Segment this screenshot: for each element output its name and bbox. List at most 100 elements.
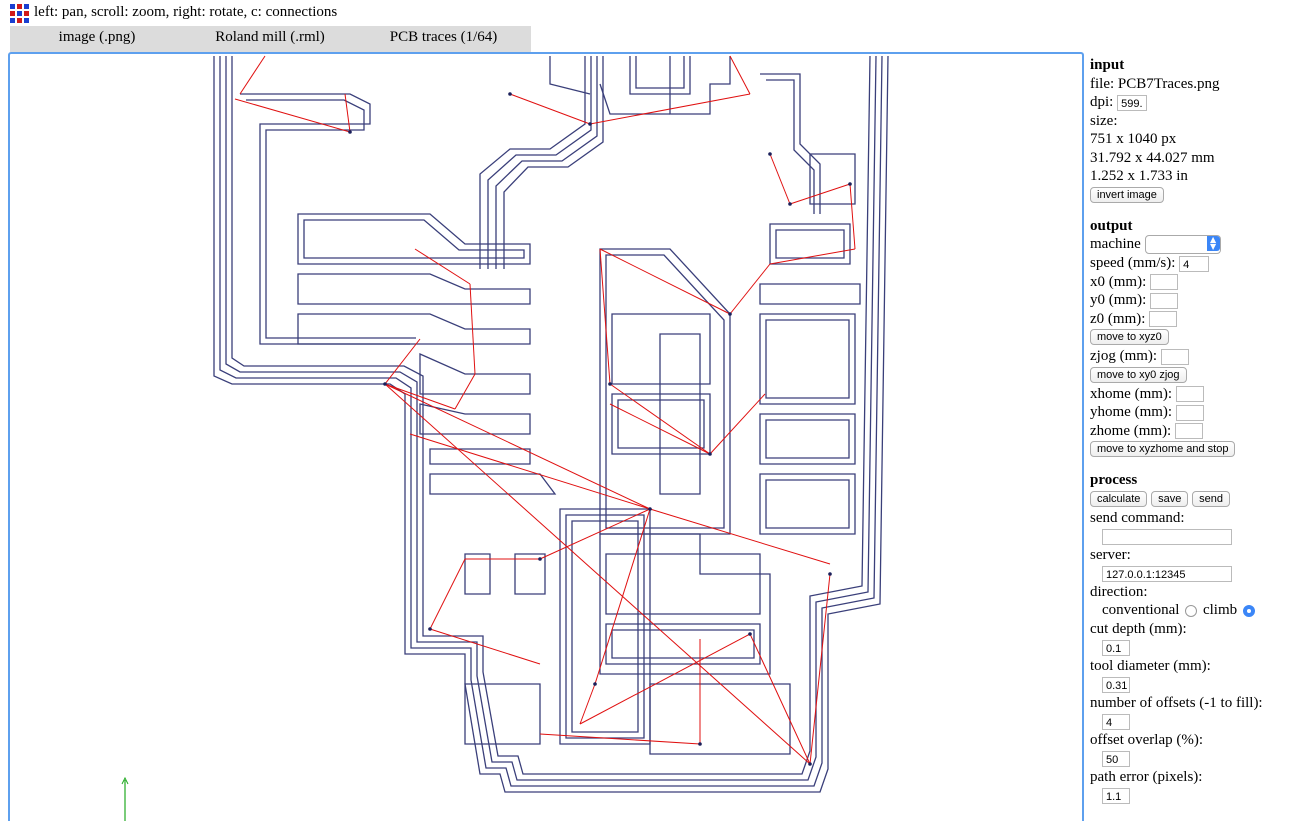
machine-select[interactable]: ▲▼ bbox=[1144, 235, 1221, 255]
controls-hint: left: pan, scroll: zoom, right: rotate, … bbox=[34, 4, 338, 20]
trace-path bbox=[760, 73, 821, 214]
trace-path bbox=[759, 473, 856, 535]
trace-path bbox=[599, 248, 731, 535]
send-command-input[interactable] bbox=[1102, 528, 1232, 545]
server-label: server: bbox=[1090, 546, 1131, 563]
zjog-label: zjog (mm): bbox=[1090, 348, 1158, 365]
size-label: size: bbox=[1090, 112, 1118, 129]
trace-path bbox=[635, 56, 685, 89]
trace-path bbox=[599, 533, 771, 675]
send-button[interactable]: send bbox=[1192, 490, 1231, 507]
outline-path bbox=[231, 55, 871, 775]
trace-path bbox=[605, 553, 761, 615]
trace-path bbox=[766, 79, 815, 214]
conventional-radio[interactable] bbox=[1185, 604, 1198, 617]
climb-label: climb bbox=[1202, 602, 1238, 619]
xhome-input[interactable] bbox=[1175, 386, 1204, 403]
via-dots bbox=[348, 92, 852, 766]
direction-label: direction: bbox=[1090, 583, 1148, 600]
move-to-xyz0-button[interactable]: move to xyz0 bbox=[1090, 329, 1169, 346]
yhome-input[interactable] bbox=[1175, 404, 1204, 421]
zjog-input[interactable] bbox=[1160, 348, 1189, 365]
trace-path bbox=[617, 399, 705, 449]
path-error-input[interactable]: 1.1 bbox=[1102, 787, 1130, 804]
trace-path bbox=[611, 313, 711, 385]
trace-path bbox=[487, 56, 592, 269]
trace-path bbox=[503, 56, 604, 269]
cut-depth-input[interactable]: 0.1 bbox=[1102, 639, 1130, 656]
trace-path bbox=[659, 333, 701, 495]
trace-path bbox=[419, 403, 531, 435]
tool-diameter-label: tool diameter (mm): bbox=[1090, 657, 1211, 674]
trace-path bbox=[419, 352, 531, 395]
speed-label: speed (mm/s): bbox=[1090, 255, 1176, 272]
size-mm: 31.792 x 44.027 mm bbox=[1090, 149, 1215, 166]
trace-path bbox=[611, 629, 755, 659]
trace-path bbox=[246, 99, 416, 339]
trace-path bbox=[809, 153, 856, 205]
trace-path bbox=[240, 93, 410, 345]
trace-path bbox=[599, 83, 670, 115]
cut-depth-label: cut depth (mm): bbox=[1090, 620, 1187, 637]
dpi-input[interactable]: 599. bbox=[1117, 94, 1148, 111]
trace-path bbox=[759, 283, 861, 305]
size-in: 1.252 x 1.733 in bbox=[1090, 168, 1188, 184]
trace-path bbox=[611, 393, 711, 455]
tab-roland-mill[interactable]: Roland mill (.rml) bbox=[215, 29, 325, 45]
xhome-label: xhome (mm): bbox=[1090, 385, 1173, 402]
trace-path bbox=[297, 313, 531, 345]
zhome-input[interactable] bbox=[1174, 423, 1203, 440]
save-button[interactable]: save bbox=[1151, 490, 1189, 507]
trace-path bbox=[669, 56, 731, 115]
zhome-label: zhome (mm): bbox=[1090, 422, 1172, 439]
trace-path bbox=[495, 56, 598, 269]
trace-path bbox=[769, 223, 851, 265]
trace-path bbox=[775, 229, 845, 259]
trace-path bbox=[765, 419, 850, 459]
process-section: process calculate save send send command… bbox=[1090, 471, 1296, 805]
trace-path bbox=[429, 473, 557, 495]
toolpath-viewer[interactable] bbox=[8, 52, 1084, 821]
file-name: file: PCB7Traces.png bbox=[1090, 75, 1220, 92]
move-to-home-button[interactable]: move to xyzhome and stop bbox=[1090, 441, 1236, 458]
overlap-label: offset overlap (%): bbox=[1090, 731, 1204, 748]
output-tabs: image (.png) Roland mill (.rml) PCB trac… bbox=[10, 26, 531, 52]
invert-image-button[interactable]: invert image bbox=[1090, 186, 1164, 203]
offsets-input[interactable]: 4 bbox=[1102, 713, 1130, 730]
path-error-label: path error (pixels): bbox=[1090, 768, 1203, 785]
trace-path bbox=[649, 683, 791, 755]
climb-radio[interactable] bbox=[1242, 604, 1255, 617]
input-section: input file: PCB7Traces.png dpi: 599. siz… bbox=[1090, 56, 1296, 205]
trace-path bbox=[765, 319, 850, 399]
tool-diameter-input[interactable]: 0.31 bbox=[1102, 676, 1130, 693]
process-heading: process bbox=[1090, 472, 1138, 489]
z0-input[interactable] bbox=[1149, 311, 1178, 328]
trace-path bbox=[759, 313, 856, 405]
dpi-label: dpi: bbox=[1090, 94, 1114, 110]
calculate-button[interactable]: calculate bbox=[1090, 490, 1148, 507]
toolpath-canvas[interactable] bbox=[10, 54, 1082, 821]
conventional-label: conventional bbox=[1102, 602, 1180, 619]
speed-input[interactable]: 4 bbox=[1179, 255, 1210, 272]
tab-image-png[interactable]: image (.png) bbox=[58, 29, 136, 45]
y0-label: y0 (mm): bbox=[1090, 292, 1147, 309]
y0-input[interactable] bbox=[1150, 292, 1178, 309]
send-command-label: send command: bbox=[1090, 509, 1185, 526]
settings-panel: input file: PCB7Traces.png dpi: 599. siz… bbox=[1090, 56, 1296, 817]
yhome-label: yhome (mm): bbox=[1090, 404, 1173, 421]
trace-path bbox=[759, 413, 856, 465]
trace-path bbox=[765, 479, 850, 529]
y-axis-arrow bbox=[121, 776, 129, 785]
trace-path bbox=[605, 254, 725, 529]
overlap-input[interactable]: 50 bbox=[1102, 750, 1130, 767]
x0-input[interactable] bbox=[1150, 274, 1178, 291]
server-input[interactable]: 127.0.0.1:12345 bbox=[1102, 565, 1232, 582]
trace-path bbox=[571, 520, 639, 733]
outline-path bbox=[219, 55, 883, 787]
updown-arrow-icon: ▲▼ bbox=[1206, 236, 1220, 252]
x0-label: x0 (mm): bbox=[1090, 273, 1147, 290]
move-to-zjog-button[interactable]: move to xy0 zjog bbox=[1090, 366, 1187, 383]
trace-path bbox=[297, 273, 531, 305]
output-section: output machine ▲▼ speed (mm/s): 4 x0 (mm… bbox=[1090, 217, 1296, 460]
tab-pcb-traces[interactable]: PCB traces (1/64) bbox=[389, 29, 498, 45]
